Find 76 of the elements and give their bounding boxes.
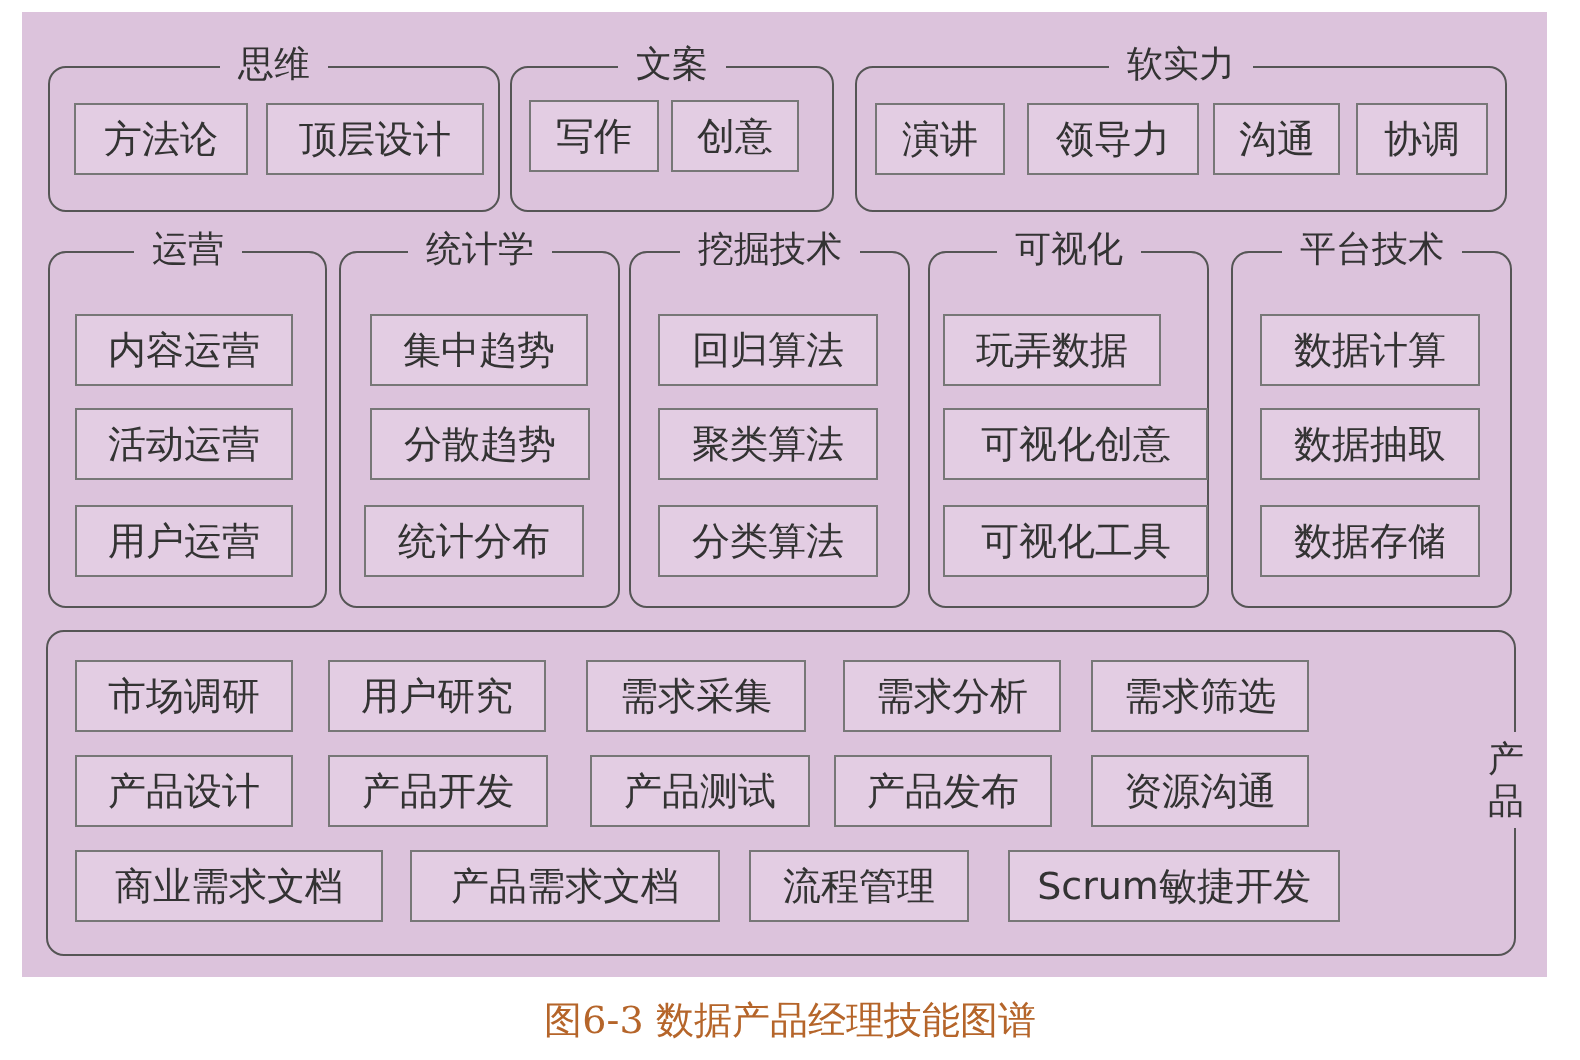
skill-label: Scrum敏捷开发 — [1037, 862, 1311, 910]
skill-box — [370, 408, 590, 480]
skill-label: 用户研究 — [361, 672, 513, 720]
skill-label: 统计分布 — [398, 517, 550, 565]
skill-box — [75, 850, 383, 922]
skill-label: 市场调研 — [108, 672, 260, 720]
skill-label: 资源沟通 — [1124, 767, 1276, 815]
skill-label: 可视化创意 — [980, 420, 1171, 468]
skill-label: 写作 — [556, 112, 632, 160]
skill-label: 产品发布 — [867, 767, 1019, 815]
skill-label: 集中趋势 — [403, 326, 555, 374]
skill-box — [328, 660, 546, 732]
skill-box — [1008, 850, 1340, 922]
skill-box — [943, 408, 1208, 480]
skill-label: 聚类算法 — [692, 420, 844, 468]
skill-label: 顶层设计 — [299, 115, 451, 163]
skill-box — [658, 314, 878, 386]
skill-box — [75, 660, 293, 732]
skill-box — [943, 505, 1208, 577]
skill-box — [875, 103, 1005, 175]
skill-label: 可视化工具 — [980, 517, 1171, 565]
skill-label: 演讲 — [902, 115, 978, 163]
skill-box — [75, 408, 293, 480]
skill-label: 数据抽取 — [1294, 420, 1446, 468]
skill-box — [1091, 755, 1309, 827]
skill-box — [364, 505, 584, 577]
skill-label: 产品测试 — [624, 767, 776, 815]
skill-label: 沟通 — [1238, 115, 1315, 163]
skill-label: 产品需求文档 — [451, 862, 679, 910]
skill-label: 内容运营 — [108, 326, 260, 374]
skill-label: 活动运营 — [108, 420, 260, 468]
skill-label: 领导力 — [1056, 115, 1170, 163]
skill-label: 需求筛选 — [1124, 672, 1276, 720]
skill-box — [1260, 314, 1480, 386]
skill-box — [410, 850, 720, 922]
skill-label: 数据存储 — [1294, 517, 1446, 565]
skill-box — [658, 505, 878, 577]
skill-box — [843, 660, 1061, 732]
skill-label: 商业需求文档 — [115, 862, 343, 910]
skill-label: 方法论 — [104, 115, 218, 163]
skill-label: 协调 — [1384, 115, 1460, 163]
skill-box — [1091, 660, 1309, 732]
skill-box — [75, 314, 293, 386]
skill-box — [75, 505, 293, 577]
skill-box — [74, 103, 248, 175]
skill-label: 分散趋势 — [404, 420, 556, 468]
skill-box — [1356, 103, 1488, 175]
skill-label: 流程管理 — [783, 862, 935, 910]
skill-label: 创意 — [697, 112, 773, 160]
skill-label: 用户运营 — [108, 517, 260, 565]
skill-label: 分类算法 — [692, 517, 844, 565]
skill-label: 玩弄数据 — [976, 326, 1128, 374]
skill-label: 需求分析 — [876, 672, 1028, 720]
skill-box — [1260, 505, 1480, 577]
skill-box — [834, 755, 1052, 827]
skill-label: 产品开发 — [362, 767, 514, 815]
skill-box — [590, 755, 810, 827]
skill-box — [328, 755, 548, 827]
skill-label: 数据计算 — [1294, 326, 1446, 374]
skill-box — [749, 850, 969, 922]
skill-box — [586, 660, 806, 732]
skill-box — [658, 408, 878, 480]
skill-box — [75, 755, 293, 827]
skill-box — [529, 100, 659, 172]
skill-label: 回归算法 — [692, 326, 844, 374]
group-heading: 产品 — [1486, 732, 1526, 828]
figure-caption: 图6-3 数据产品经理技能图谱 — [543, 997, 1037, 1044]
skill-box — [1213, 103, 1340, 175]
skill-box — [1260, 408, 1480, 480]
skill-box — [266, 103, 484, 175]
skill-box — [370, 314, 588, 386]
skill-box — [1027, 103, 1199, 175]
skill-label: 产品设计 — [108, 767, 260, 815]
skill-box — [671, 100, 799, 172]
skill-box — [943, 314, 1161, 386]
skill-label: 需求采集 — [620, 672, 772, 720]
